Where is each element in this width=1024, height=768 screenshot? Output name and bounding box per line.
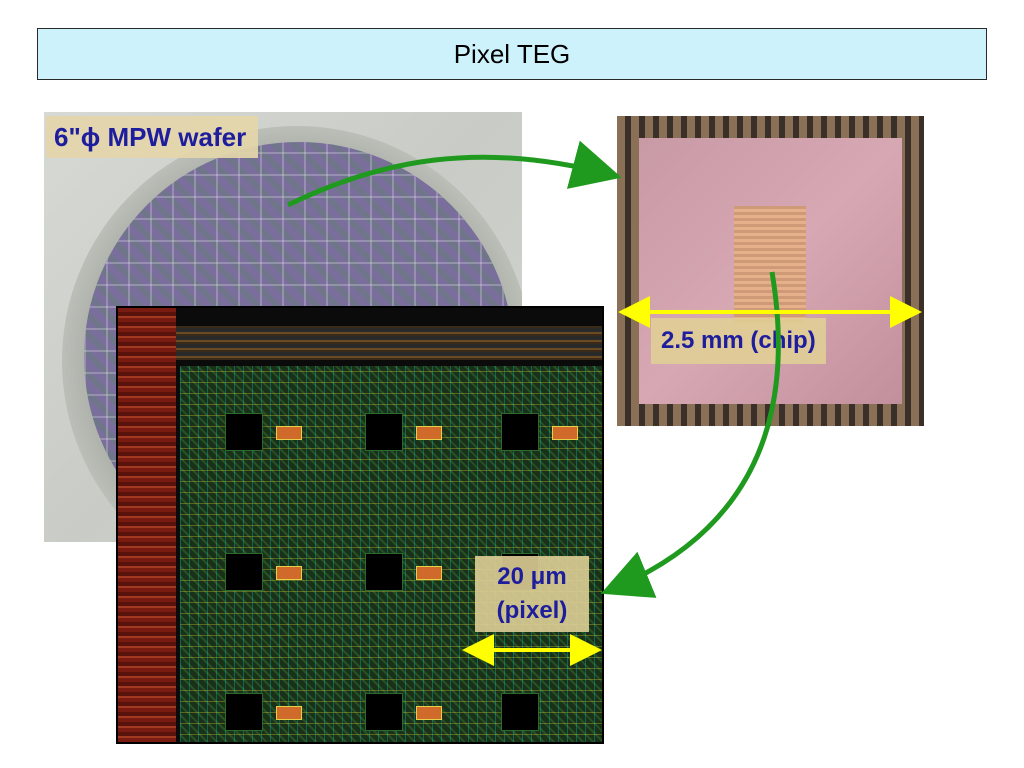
wafer-label-text: 6"ϕ MPW wafer <box>54 121 247 152</box>
green-arrow-icon <box>286 140 622 208</box>
slide-title: Pixel TEG <box>453 38 571 69</box>
layout-cell-tag <box>552 426 578 440</box>
layout-cell-block <box>225 553 263 591</box>
chip-micrograph <box>617 116 924 426</box>
layout-cell-block <box>225 693 263 731</box>
layout-cell-block <box>225 413 263 451</box>
layout-cell-tag <box>276 706 302 720</box>
layout-pixel-grid <box>180 366 602 742</box>
layout-cell-block <box>501 413 539 451</box>
pixel-dimension-line2: (pixel) <box>496 597 568 624</box>
wafer-label: 6"ϕ MPW wafer <box>46 116 259 158</box>
pixel-dimension-label: 20 μm (pixel) <box>475 556 589 632</box>
layout-cell-tag <box>276 566 302 580</box>
green-arrow-icon <box>600 271 781 598</box>
layout-cell-block <box>365 553 403 591</box>
slide-title-box: Pixel TEG <box>37 28 987 80</box>
layout-cell-block <box>365 413 403 451</box>
layout-cell-block <box>365 693 403 731</box>
chip-dimension-text: 2.5 mm (chip) <box>661 327 816 354</box>
layout-cell-tag <box>416 566 442 580</box>
layout-cell-tag <box>416 426 442 440</box>
layout-top-bus <box>176 326 602 360</box>
pixel-layout-image <box>116 306 604 744</box>
layout-cell-tag <box>416 706 442 720</box>
pixel-dimension-line1: 20 μm <box>497 563 567 590</box>
layout-cell-tag <box>276 426 302 440</box>
layout-bus-lines <box>118 308 176 742</box>
layout-cell-block <box>501 693 539 731</box>
